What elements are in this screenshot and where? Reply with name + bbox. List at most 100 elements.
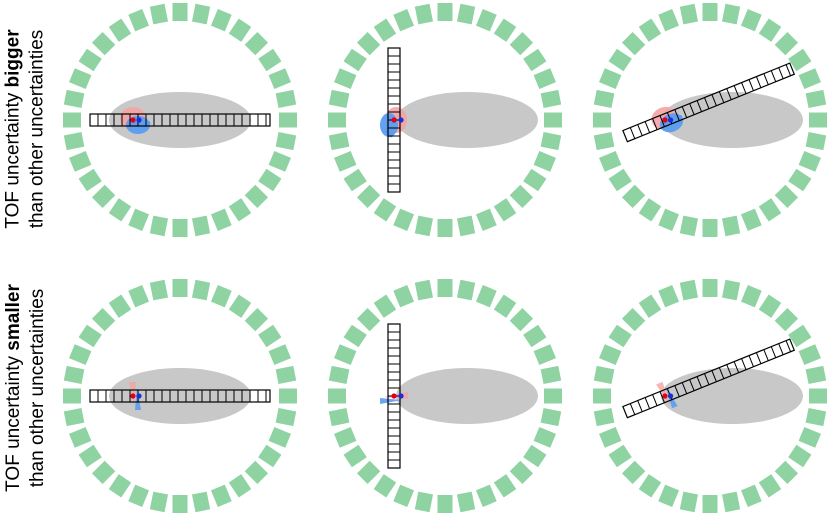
lor-segment <box>763 73 769 85</box>
lor-segment <box>689 103 695 115</box>
detector-block <box>191 279 211 301</box>
detector-block <box>149 279 169 301</box>
estimate-point-blue <box>667 117 674 123</box>
detector-block <box>608 444 632 468</box>
lor-segment <box>755 352 762 364</box>
line-of-response-icon <box>387 323 401 469</box>
lor-segment <box>755 76 762 88</box>
detector-block <box>128 285 150 308</box>
detector-block <box>740 9 762 32</box>
detector-block <box>69 68 92 90</box>
detector-block <box>540 407 562 427</box>
detector-block <box>268 344 291 366</box>
detector-block <box>244 460 269 485</box>
detector-block <box>279 112 297 128</box>
lor-outline <box>89 113 271 127</box>
detector-block <box>149 215 169 237</box>
detector-block <box>599 68 622 90</box>
detector-block <box>91 31 116 56</box>
detector-block <box>334 68 357 90</box>
detector-block <box>275 407 297 427</box>
detector-block <box>702 495 718 513</box>
detector-ring-icon <box>328 279 562 513</box>
lor-segment <box>637 124 643 136</box>
detector-block <box>149 491 169 513</box>
detector-block <box>593 131 615 151</box>
lor-segment <box>659 391 665 403</box>
detector-block <box>228 474 252 498</box>
detector-ring-icon <box>593 279 827 513</box>
detector-block <box>533 426 556 448</box>
detector-block <box>608 324 632 348</box>
detector-block <box>593 112 611 128</box>
detector-block <box>258 444 282 468</box>
detector-block <box>608 168 632 192</box>
lor-segment <box>763 349 769 361</box>
detector-block <box>279 388 297 404</box>
lor-segment <box>674 109 680 121</box>
line-of-response-icon <box>89 389 271 403</box>
detector-block <box>210 484 232 507</box>
detector-block <box>172 495 188 513</box>
detector-block <box>721 491 741 513</box>
detector-block <box>78 324 102 348</box>
detector-block <box>108 198 132 222</box>
detector-block <box>621 307 646 332</box>
detector-block <box>356 184 381 209</box>
lor-segment <box>644 121 651 133</box>
detector-block <box>475 484 497 507</box>
tof-red-lobe <box>656 381 670 405</box>
detector-block <box>621 31 646 56</box>
detector-block <box>805 131 827 151</box>
detector-block <box>509 184 534 209</box>
detector-block <box>593 388 611 404</box>
lor-segment <box>711 94 717 106</box>
detector-ring-icon <box>593 3 827 237</box>
detector-block <box>540 131 562 151</box>
detector-block <box>721 3 741 25</box>
lor-outline <box>89 389 271 403</box>
detector-block <box>373 198 397 222</box>
detector-block <box>128 484 150 507</box>
detector-block <box>268 426 291 448</box>
detector-block <box>758 294 782 318</box>
detector-block <box>658 285 680 308</box>
panel-2 <box>328 3 562 237</box>
detector-block <box>533 68 556 90</box>
detector-block <box>544 112 562 128</box>
detector-block <box>191 3 211 25</box>
lor-segment <box>741 82 747 94</box>
event-point-red <box>130 393 136 399</box>
detector-block <box>210 208 232 231</box>
detector-block <box>108 18 132 42</box>
detector-block <box>172 3 188 21</box>
detector-block <box>172 219 188 237</box>
detector-block <box>638 474 662 498</box>
detector-block <box>809 388 827 404</box>
detector-block <box>809 112 827 128</box>
detector-block <box>393 285 415 308</box>
detector-block <box>275 131 297 151</box>
detector-ring-icon <box>63 279 297 513</box>
detector-block <box>210 285 232 308</box>
estimate-point-blue <box>136 393 142 399</box>
detector-block <box>475 208 497 231</box>
detector-block <box>523 48 547 72</box>
detector-block <box>356 307 381 332</box>
detector-block <box>758 198 782 222</box>
detector-block <box>91 307 116 332</box>
detector-block <box>343 324 367 348</box>
detector-block <box>69 150 92 172</box>
detector-block <box>493 474 517 498</box>
detector-block <box>63 112 81 128</box>
detector-block <box>523 444 547 468</box>
detector-block <box>658 9 680 32</box>
lor-segment <box>726 88 732 100</box>
detector-block <box>437 279 453 297</box>
detector-block <box>758 18 782 42</box>
lor-segment <box>696 100 703 112</box>
detector-block <box>679 215 699 237</box>
detector-block <box>798 150 821 172</box>
lor-segment <box>785 64 792 76</box>
detector-ring-icon <box>63 3 297 237</box>
